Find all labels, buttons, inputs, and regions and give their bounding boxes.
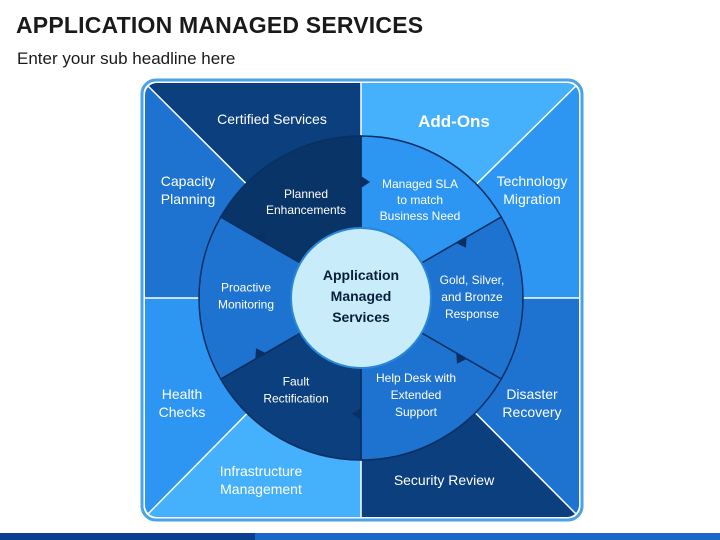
center-circle xyxy=(290,227,432,369)
diagram-frame xyxy=(140,78,584,522)
ring-arrow-marker xyxy=(255,232,266,243)
ring-arrow-marker xyxy=(456,353,467,364)
ring-arrow-marker xyxy=(255,348,266,359)
bottom-accent-bar xyxy=(0,533,720,540)
label-add-ons: Add-Ons xyxy=(418,112,490,131)
label-security-review: Security Review xyxy=(394,472,495,488)
page-subtitle: Enter your sub headline here xyxy=(17,49,236,68)
label-certified-services: Certified Services xyxy=(217,111,327,127)
ring-arrow-marker xyxy=(352,408,361,420)
bottom-bar-light xyxy=(255,533,720,540)
ring-arrow-marker xyxy=(361,176,370,188)
page-title: APPLICATION MANAGED SERVICES xyxy=(16,12,424,38)
bottom-bar-dark xyxy=(0,533,255,540)
ring-arrow-marker xyxy=(456,237,467,248)
